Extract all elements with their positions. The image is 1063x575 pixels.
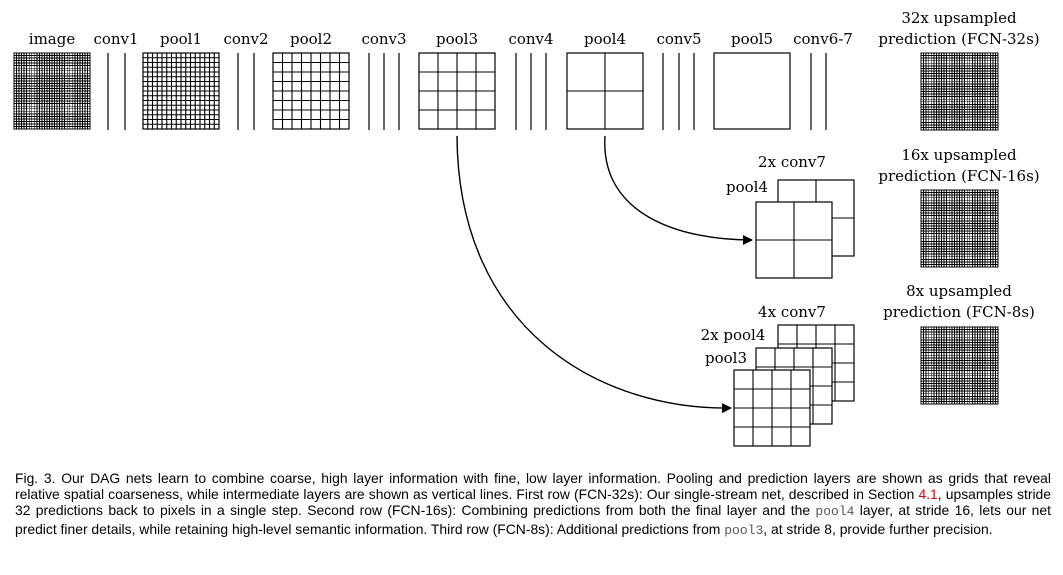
row3-pool3-grid xyxy=(733,369,811,447)
pool4-to-fcn16s-arrow xyxy=(604,135,753,245)
caption-text-4: , at stride 8, provide further precision… xyxy=(763,520,993,537)
label-pool1: pool1 xyxy=(160,30,202,48)
pool4-grid xyxy=(566,52,644,130)
label-conv4: conv4 xyxy=(508,30,553,48)
row2-conv7-label: 2x conv7 xyxy=(758,153,826,171)
fcn8s-label-line2: prediction (FCN-8s) xyxy=(883,303,1035,321)
row2-pool4-label: pool4 xyxy=(726,178,768,196)
conv6-7-lines xyxy=(810,53,827,130)
pool2-grid xyxy=(272,52,350,130)
label-conv5: conv5 xyxy=(656,30,701,48)
fcn-architecture-figure: image conv1 pool1 conv2 pool2 conv3 pool… xyxy=(13,9,1040,447)
label-image: image xyxy=(29,30,76,48)
fcn16s-prediction-grid xyxy=(920,189,999,268)
row2-pool4-grid xyxy=(755,201,833,279)
caption-text-3: layer, at stride 16, lets our net predic… xyxy=(15,502,1051,537)
fcn8s-label-line1: 8x upsampled xyxy=(906,282,1012,300)
row3-conv7-label: 4x conv7 xyxy=(758,303,826,321)
conv5-lines xyxy=(662,53,695,130)
conv2-lines xyxy=(237,53,255,130)
conv4-lines xyxy=(515,53,547,130)
caption-text-2: , upsamples stride 32 predictions back t… xyxy=(15,486,1051,519)
conv3-lines xyxy=(368,53,400,130)
caption-code-pool4: pool4 xyxy=(815,504,855,520)
image-grid xyxy=(13,52,91,130)
label-pool2: pool2 xyxy=(290,30,332,48)
fcn32s-label-line1: 32x upsampled xyxy=(901,9,1017,27)
fcn16s-label-line1: 16x upsampled xyxy=(901,146,1017,164)
row3-pool3-label: pool3 xyxy=(705,349,747,367)
label-pool3: pool3 xyxy=(436,30,478,48)
pool3-to-fcn8s-arrow xyxy=(456,135,732,414)
pool3-grid xyxy=(418,52,496,130)
row3-pool4-label: 2x pool4 xyxy=(701,326,766,344)
section-reference-link[interactable]: 4.1 xyxy=(918,486,938,503)
fcn16s-label-line2: prediction (FCN-16s) xyxy=(878,167,1039,185)
caption-code-pool3: pool3 xyxy=(724,522,764,538)
fcn8s-prediction-grid xyxy=(920,326,999,405)
label-pool4: pool4 xyxy=(584,30,626,48)
figure-caption: Fig. 3. Our DAG nets learn to combine co… xyxy=(15,470,1051,539)
conv1-lines xyxy=(107,53,126,130)
fcn32s-prediction-grid xyxy=(920,52,999,131)
label-conv3: conv3 xyxy=(361,30,406,48)
label-pool5: pool5 xyxy=(731,30,773,48)
label-conv2: conv2 xyxy=(223,30,268,48)
fcn32s-label-line2: prediction (FCN-32s) xyxy=(878,30,1039,48)
pool1-grid xyxy=(142,52,220,130)
pool5-grid xyxy=(713,52,791,130)
label-conv1: conv1 xyxy=(93,30,138,48)
caption-text-1: Fig. 3. Our DAG nets learn to combine co… xyxy=(15,470,1051,503)
label-conv6-7: conv6-7 xyxy=(793,30,853,48)
